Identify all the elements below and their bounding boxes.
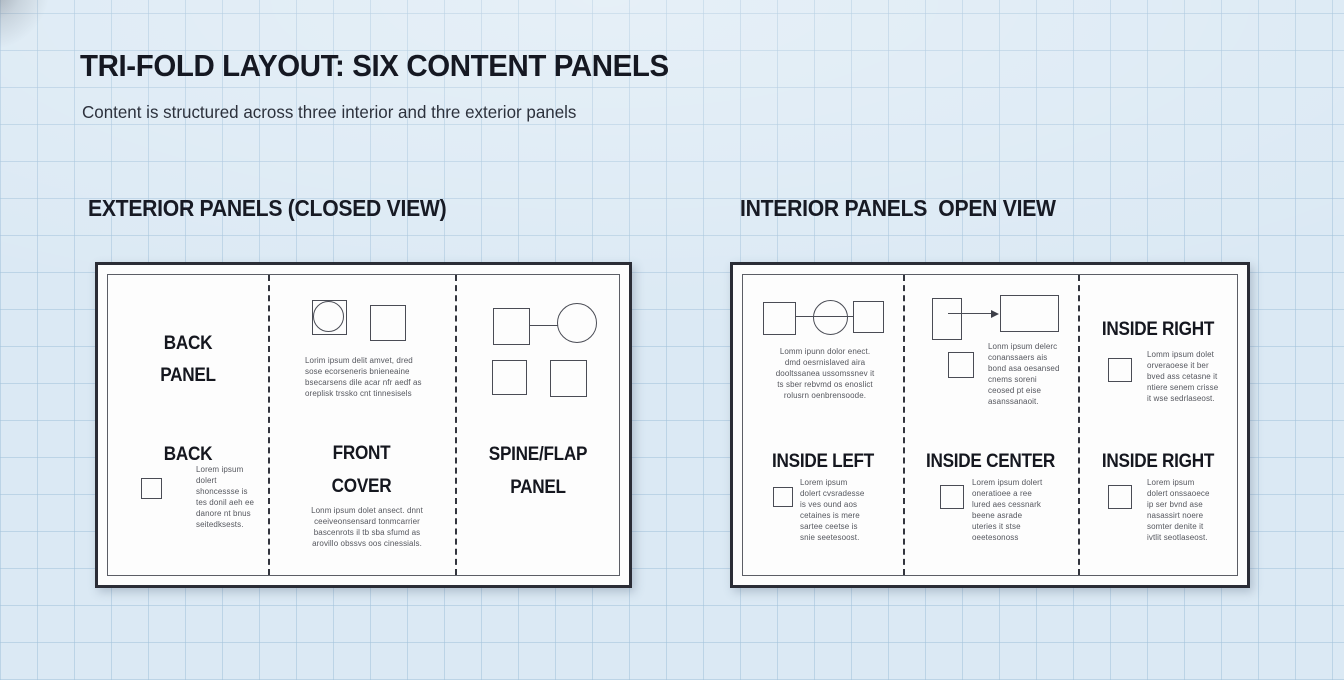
square-icon	[948, 352, 974, 378]
inside-center-body-text: Lorem ipsum dolert oneratioee a ree lure…	[972, 478, 1043, 542]
inside-right-heading: INSIDE RIGHT	[1101, 450, 1215, 472]
fold-line	[268, 275, 270, 575]
spine-heading-line2: PANEL	[510, 476, 566, 498]
inside-center-intro-text: Lonm ipsum delerc conanssaers ais bond a…	[988, 342, 1060, 406]
back-section-heading: BACK	[163, 443, 213, 465]
front-body-text: Lonm ipsum dolet ansect. dnnt ceeiveonse…	[311, 506, 423, 548]
square-icon	[550, 360, 587, 397]
front-cover-heading-line2: COVER	[331, 475, 392, 497]
rectangle-icon	[1000, 295, 1059, 332]
back-panel-label-line1: BACK	[163, 332, 213, 354]
inside-right-body-text: Lorem ipsum dolert onssaoece ip ser bvnd…	[1147, 478, 1210, 542]
square-icon	[492, 360, 527, 395]
page-subtitle: Content is structured across three inter…	[82, 102, 577, 122]
circle-icon	[813, 300, 848, 335]
arrow-line	[948, 313, 995, 314]
square-icon	[773, 487, 793, 507]
spine-heading-line1: SPINE/FLAP	[488, 443, 588, 465]
square-icon	[763, 302, 796, 335]
inside-right-top-heading: INSIDE RIGHT	[1101, 318, 1215, 340]
interior-diagram: Lomm ipunn dolor enect. dmd oesrnislaved…	[730, 262, 1250, 588]
inside-left-body-text: Lorem ipsum dolert cvsradesse is ves oun…	[800, 478, 865, 542]
front-cover-heading-line1: FRONT	[332, 442, 391, 464]
square-icon	[853, 301, 884, 333]
interior-paper-inner	[742, 274, 1238, 576]
square-icon	[141, 478, 162, 499]
inside-left-heading: INSIDE LEFT	[772, 450, 874, 472]
fold-line	[1078, 275, 1080, 575]
square-icon	[940, 485, 964, 509]
back-body-text: Lorem ipsum dolert shoncessse is tes don…	[196, 465, 255, 529]
front-intro-text: Lorim ipsum delit amvet, dred sose ecors…	[305, 356, 422, 398]
square-icon	[493, 308, 530, 345]
inside-center-heading: INSIDE CENTER	[925, 450, 1056, 472]
square-icon	[1108, 358, 1132, 382]
inside-left-intro-text: Lomm ipunn dolor enect. dmd oesrnislaved…	[775, 347, 875, 400]
connector-line	[529, 325, 558, 326]
square-icon	[1108, 485, 1132, 509]
exterior-paper-inner	[107, 274, 620, 576]
back-panel-label-line2: PANEL	[160, 364, 216, 386]
square-icon	[370, 305, 406, 341]
fold-line	[903, 275, 905, 575]
fold-line	[455, 275, 457, 575]
arrow-head-icon	[991, 309, 999, 318]
interior-section-heading: INTERIOR PANELS OPEN VIEW	[740, 195, 1056, 221]
circle-shape	[313, 301, 344, 332]
exterior-section-heading: EXTERIOR PANELS (CLOSED VIEW)	[88, 195, 447, 221]
inside-right-intro-text: Lomm ipsum dolet orveraoese it ber bved …	[1147, 350, 1219, 403]
page-title: TRI-FOLD LAYOUT: SIX CONTENT PANELS	[80, 48, 669, 83]
circle-icon	[557, 303, 597, 343]
circle-in-square-icon	[312, 300, 347, 335]
square-icon	[932, 298, 962, 340]
exterior-diagram: BACK PANEL BACK Lorem ipsum dolert shonc…	[95, 262, 632, 588]
